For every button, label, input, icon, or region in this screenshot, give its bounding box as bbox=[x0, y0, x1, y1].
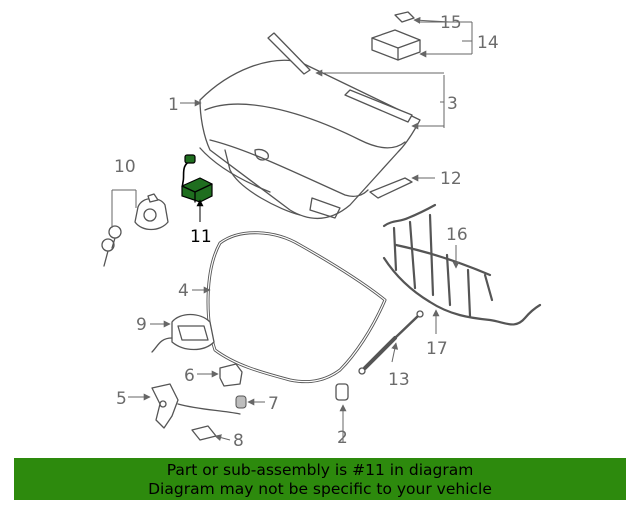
callout-10: 10 bbox=[114, 157, 136, 177]
gas-strut-part bbox=[358, 310, 424, 375]
callout-9: 9 bbox=[136, 315, 147, 335]
bracket-part bbox=[219, 363, 243, 387]
callout-leaders bbox=[111, 16, 473, 442]
callout-14: 14 bbox=[477, 33, 499, 53]
trunk-lid-parts-diagram: 1 2 3 4 5 6 7 8 9 10 11 12 13 14 15 16 1… bbox=[101, 11, 542, 451]
callout-4: 4 bbox=[178, 281, 189, 301]
callout-2: 2 bbox=[337, 428, 348, 448]
trunk-lid-part bbox=[199, 59, 421, 220]
diagram-notice-banner: Part or sub-assembly is #11 in diagram D… bbox=[14, 458, 626, 500]
callout-6: 6 bbox=[184, 366, 195, 386]
callout-5: 5 bbox=[116, 389, 127, 409]
weatherstrip-part bbox=[206, 231, 387, 384]
callout-13: 13 bbox=[388, 370, 410, 390]
callout-7: 7 bbox=[268, 394, 279, 414]
callout-labels: 1 2 3 4 5 6 7 8 9 10 11 12 13 14 15 16 1… bbox=[114, 13, 499, 451]
callout-12: 12 bbox=[440, 169, 462, 189]
spoiler-strip-part bbox=[267, 32, 413, 123]
wiring-harness-part bbox=[382, 203, 542, 326]
callout-16: 16 bbox=[446, 225, 468, 245]
bumper-part bbox=[235, 395, 247, 409]
callout-15: 15 bbox=[440, 13, 462, 33]
callout-11: 11 bbox=[190, 227, 212, 247]
banner-line-part-number: Part or sub-assembly is #11 in diagram bbox=[166, 461, 474, 479]
trunk-trim-part bbox=[369, 177, 413, 199]
banner-line-disclaimer: Diagram may not be specific to your vehi… bbox=[148, 480, 492, 498]
callout-1: 1 bbox=[168, 95, 179, 115]
clip-part bbox=[191, 425, 217, 441]
release-actuator-part bbox=[151, 313, 215, 353]
key-part bbox=[101, 225, 122, 267]
callout-8: 8 bbox=[233, 431, 244, 451]
latch-hinge-part bbox=[151, 383, 241, 429]
lock-cylinder-part bbox=[134, 193, 169, 231]
license-lamp-part bbox=[371, 11, 421, 61]
trunk-latch-actuator-part bbox=[181, 154, 213, 203]
bumper-stop-part bbox=[335, 383, 349, 401]
callout-17: 17 bbox=[426, 339, 448, 359]
callout-3: 3 bbox=[447, 94, 458, 114]
